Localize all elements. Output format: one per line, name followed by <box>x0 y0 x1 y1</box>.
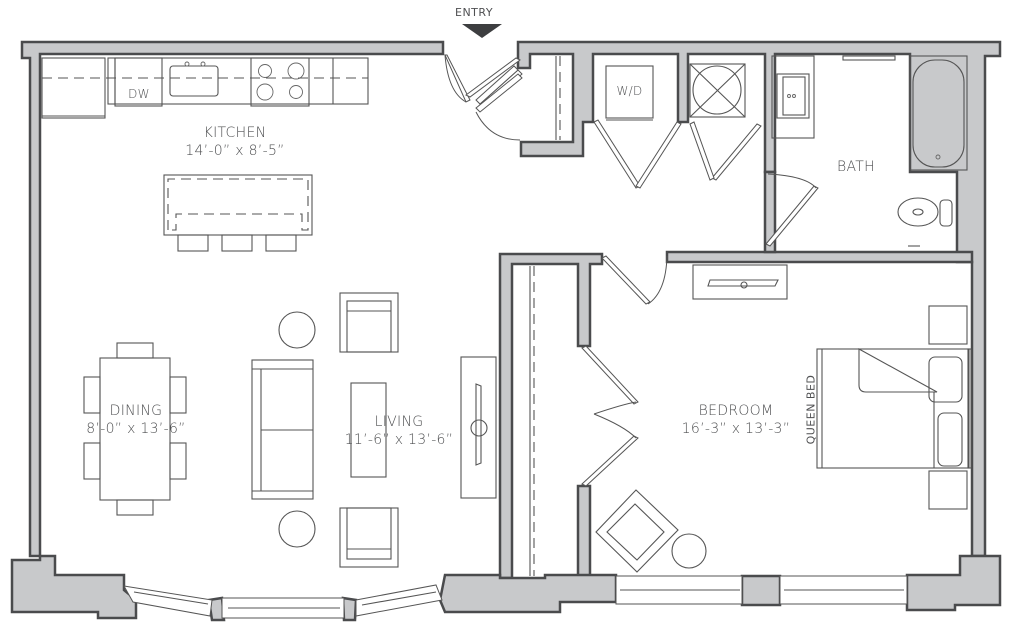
entry-label: ENTRY <box>455 6 494 19</box>
dishwasher <box>114 57 163 107</box>
kitchen-fixtures <box>41 57 369 252</box>
room-dims: 11’-6” x 13’-6” <box>344 432 454 448</box>
queen-bed-label: QUEEN BED <box>804 374 818 445</box>
closet-fixtures <box>555 56 746 140</box>
room-name: KITCHEN <box>203 125 267 141</box>
room-name: BATH <box>837 159 875 175</box>
room-dims: 8’-0” x 13’-6” <box>86 421 186 437</box>
cooktop-icon <box>250 57 310 107</box>
dishwasher-label: DW <box>128 87 150 101</box>
room-name: LIVING <box>374 414 424 430</box>
room-living: LIVING 11’-6” x 13’-6” <box>329 413 469 449</box>
bedroom-furniture <box>529 264 972 576</box>
queen-bed <box>816 348 970 469</box>
washer-dryer-label: W/D <box>616 84 643 98</box>
room-name: BEDROOM <box>698 403 774 419</box>
windows <box>123 575 908 619</box>
dining-table <box>83 342 187 516</box>
washer-dryer <box>605 65 654 119</box>
entry-arrow-icon <box>462 24 502 38</box>
mechanical-unit-icon <box>689 63 746 118</box>
room-bath: BATH <box>826 158 886 176</box>
room-dining: DINING 8’-0” x 13’-6” <box>66 402 206 438</box>
room-dims: 16’-3” x 13’-3” <box>681 421 791 437</box>
room-name: DINING <box>109 403 163 419</box>
room-bedroom: BEDROOM 16’-3” x 13’-3” <box>666 402 806 438</box>
sink-icon <box>169 65 219 97</box>
room-dims: 14’-0” x 8’-5” <box>185 143 285 159</box>
room-kitchen: KITCHEN 14’-0” x 8’-5” <box>160 124 310 160</box>
living-furniture <box>251 292 497 568</box>
doors[interactable] <box>444 54 819 487</box>
bath-fixtures <box>771 55 968 247</box>
